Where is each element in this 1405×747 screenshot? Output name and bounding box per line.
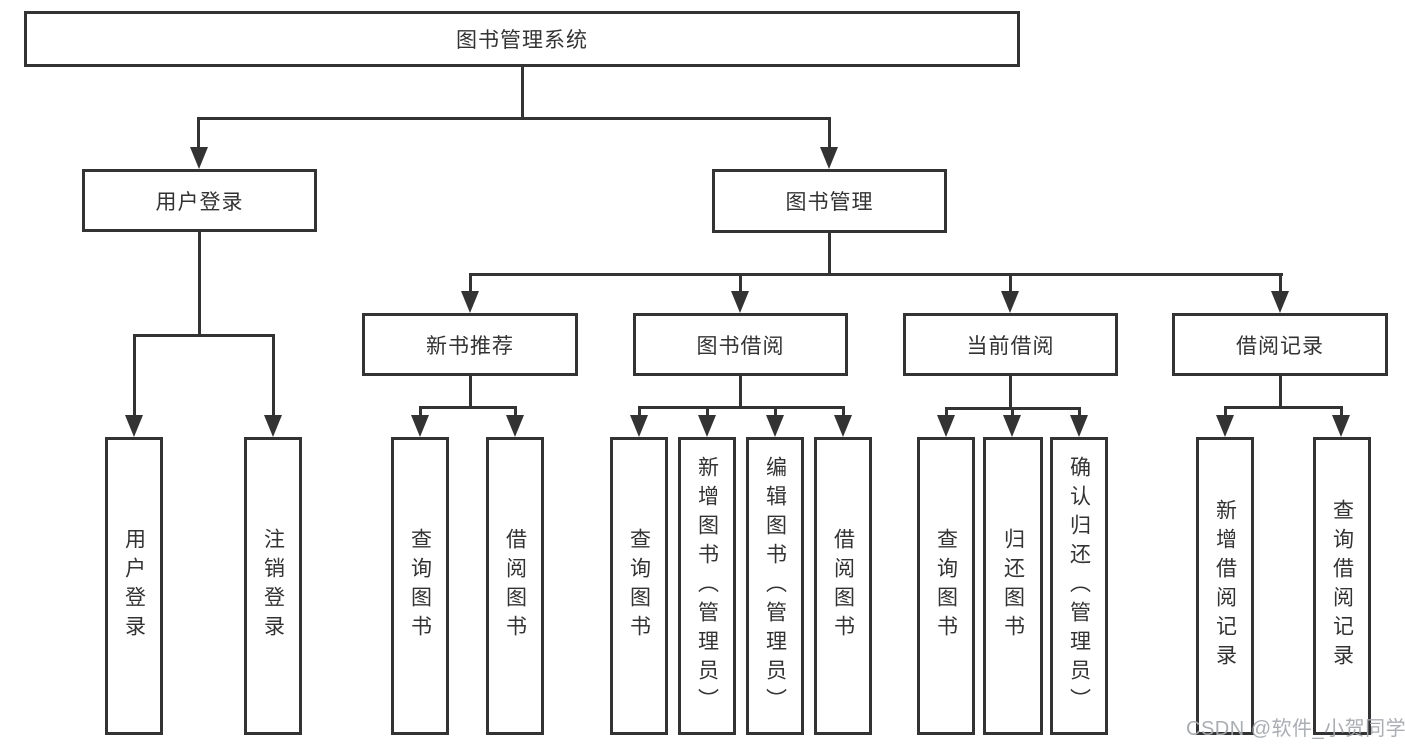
leaf-records-query-record-label: 查询借阅记录 xyxy=(1330,499,1354,673)
connector-line xyxy=(521,67,524,118)
node-user-login: 用户登录 xyxy=(82,169,317,232)
arrow-down-icon xyxy=(264,415,282,437)
leaf-records-query-record: 查询借阅记录 xyxy=(1313,437,1371,735)
arrow-down-icon xyxy=(820,147,838,169)
arrow-down-icon xyxy=(190,147,208,169)
leaf-logout-label: 注销登录 xyxy=(261,528,285,644)
connector-line xyxy=(945,407,948,417)
leaf-borrowing-add-books-label: 新增图书（管理员） xyxy=(695,455,719,717)
arrow-down-icon xyxy=(1003,415,1021,437)
leaf-borrowing-borrow-books: 借阅图书 xyxy=(814,437,872,735)
node-root-label: 图书管理系统 xyxy=(456,29,588,52)
node-current-borrowing-label: 当前借阅 xyxy=(966,334,1055,358)
leaf-borrowing-add-books: 新增图书（管理员） xyxy=(678,437,736,735)
node-borrowing-records-label: 借阅记录 xyxy=(1236,334,1324,358)
arrow-down-icon xyxy=(834,415,852,437)
arrow-down-icon xyxy=(698,415,716,437)
node-borrowing-records: 借阅记录 xyxy=(1172,313,1388,376)
connector-line xyxy=(133,334,275,337)
connector-line xyxy=(133,334,136,418)
arrow-down-icon xyxy=(1332,415,1350,437)
leaf-current-confirm-return: 确认归还（管理员） xyxy=(1050,437,1108,735)
leaf-current-query-books-label: 查询图书 xyxy=(934,528,958,644)
leaf-user-login-label: 用户登录 xyxy=(122,528,146,644)
connector-line xyxy=(1340,406,1343,417)
node-user-login-label: 用户登录 xyxy=(155,190,244,214)
leaf-records-add-record: 新增借阅记录 xyxy=(1196,437,1254,735)
connector-line xyxy=(774,406,777,417)
connector-line xyxy=(197,117,200,149)
leaf-borrowing-edit-books-label: 编辑图书（管理员） xyxy=(763,455,787,717)
arrow-down-icon xyxy=(937,415,955,437)
connector-line xyxy=(739,376,742,407)
arrow-down-icon xyxy=(731,291,749,313)
connector-line xyxy=(739,273,742,295)
leaf-recommend-query-books: 查询图书 xyxy=(391,437,449,735)
connector-line xyxy=(828,117,831,149)
connector-line xyxy=(198,232,201,335)
node-book-management-label: 图书管理 xyxy=(785,191,874,214)
connector-line xyxy=(638,406,845,409)
leaf-current-query-books: 查询图书 xyxy=(917,437,975,735)
connector-line xyxy=(1078,407,1081,417)
arrow-down-icon xyxy=(1271,291,1289,313)
leaf-current-return-books: 归还图书 xyxy=(983,437,1043,735)
connector-line xyxy=(1011,407,1014,417)
connector-line xyxy=(469,273,1283,276)
leaf-current-confirm-return-label: 确认归还（管理员） xyxy=(1067,455,1091,717)
arrow-down-icon xyxy=(506,415,524,437)
arrow-down-icon xyxy=(630,415,648,437)
leaf-recommend-borrow-books-label: 借阅图书 xyxy=(503,528,527,644)
connector-line xyxy=(419,406,517,409)
leaf-records-add-record-label: 新增借阅记录 xyxy=(1213,499,1237,673)
leaf-user-login: 用户登录 xyxy=(105,437,163,735)
node-book-borrowing-label: 图书借阅 xyxy=(696,334,785,358)
connector-line xyxy=(1279,376,1282,407)
node-new-book-recommend-label: 新书推荐 xyxy=(426,334,514,358)
connector-line xyxy=(1009,273,1012,295)
connector-line xyxy=(272,334,275,418)
connector-line xyxy=(706,406,709,417)
connector-line xyxy=(1279,273,1282,295)
arrow-down-icon xyxy=(766,415,784,437)
connector-line xyxy=(197,117,831,120)
connector-line xyxy=(469,273,472,295)
leaf-recommend-query-books-label: 查询图书 xyxy=(408,528,432,644)
connector-line xyxy=(638,406,641,417)
connector-line xyxy=(842,406,845,417)
node-book-borrowing: 图书借阅 xyxy=(633,313,848,376)
leaf-logout: 注销登录 xyxy=(244,437,302,735)
leaf-current-return-books-label: 归还图书 xyxy=(1001,528,1025,644)
leaf-recommend-borrow-books: 借阅图书 xyxy=(486,437,544,735)
node-current-borrowing: 当前借阅 xyxy=(903,313,1118,376)
node-root-system: 图书管理系统 xyxy=(24,11,1020,67)
connector-line xyxy=(469,376,472,407)
csdn-watermark: CSDN @软件_小贺同学 xyxy=(1186,718,1405,740)
node-new-book-recommend: 新书推荐 xyxy=(362,313,578,376)
leaf-borrowing-borrow-books-label: 借阅图书 xyxy=(831,528,855,644)
arrow-down-icon xyxy=(411,415,429,437)
leaf-borrowing-query-books-label: 查询图书 xyxy=(627,528,651,644)
arrow-down-icon xyxy=(1070,415,1088,437)
node-book-management: 图书管理 xyxy=(712,169,947,233)
leaf-borrowing-query-books: 查询图书 xyxy=(610,437,668,735)
connector-line xyxy=(828,233,831,274)
connector-line xyxy=(419,406,422,417)
arrow-down-icon xyxy=(461,291,479,313)
arrow-down-icon xyxy=(125,415,143,437)
connector-line xyxy=(1224,406,1343,409)
connector-line xyxy=(1009,376,1012,408)
connector-line xyxy=(1224,406,1227,417)
arrow-down-icon xyxy=(1001,291,1019,313)
connector-line xyxy=(514,406,517,417)
arrow-down-icon xyxy=(1216,415,1234,437)
leaf-borrowing-edit-books: 编辑图书（管理员） xyxy=(746,437,804,735)
